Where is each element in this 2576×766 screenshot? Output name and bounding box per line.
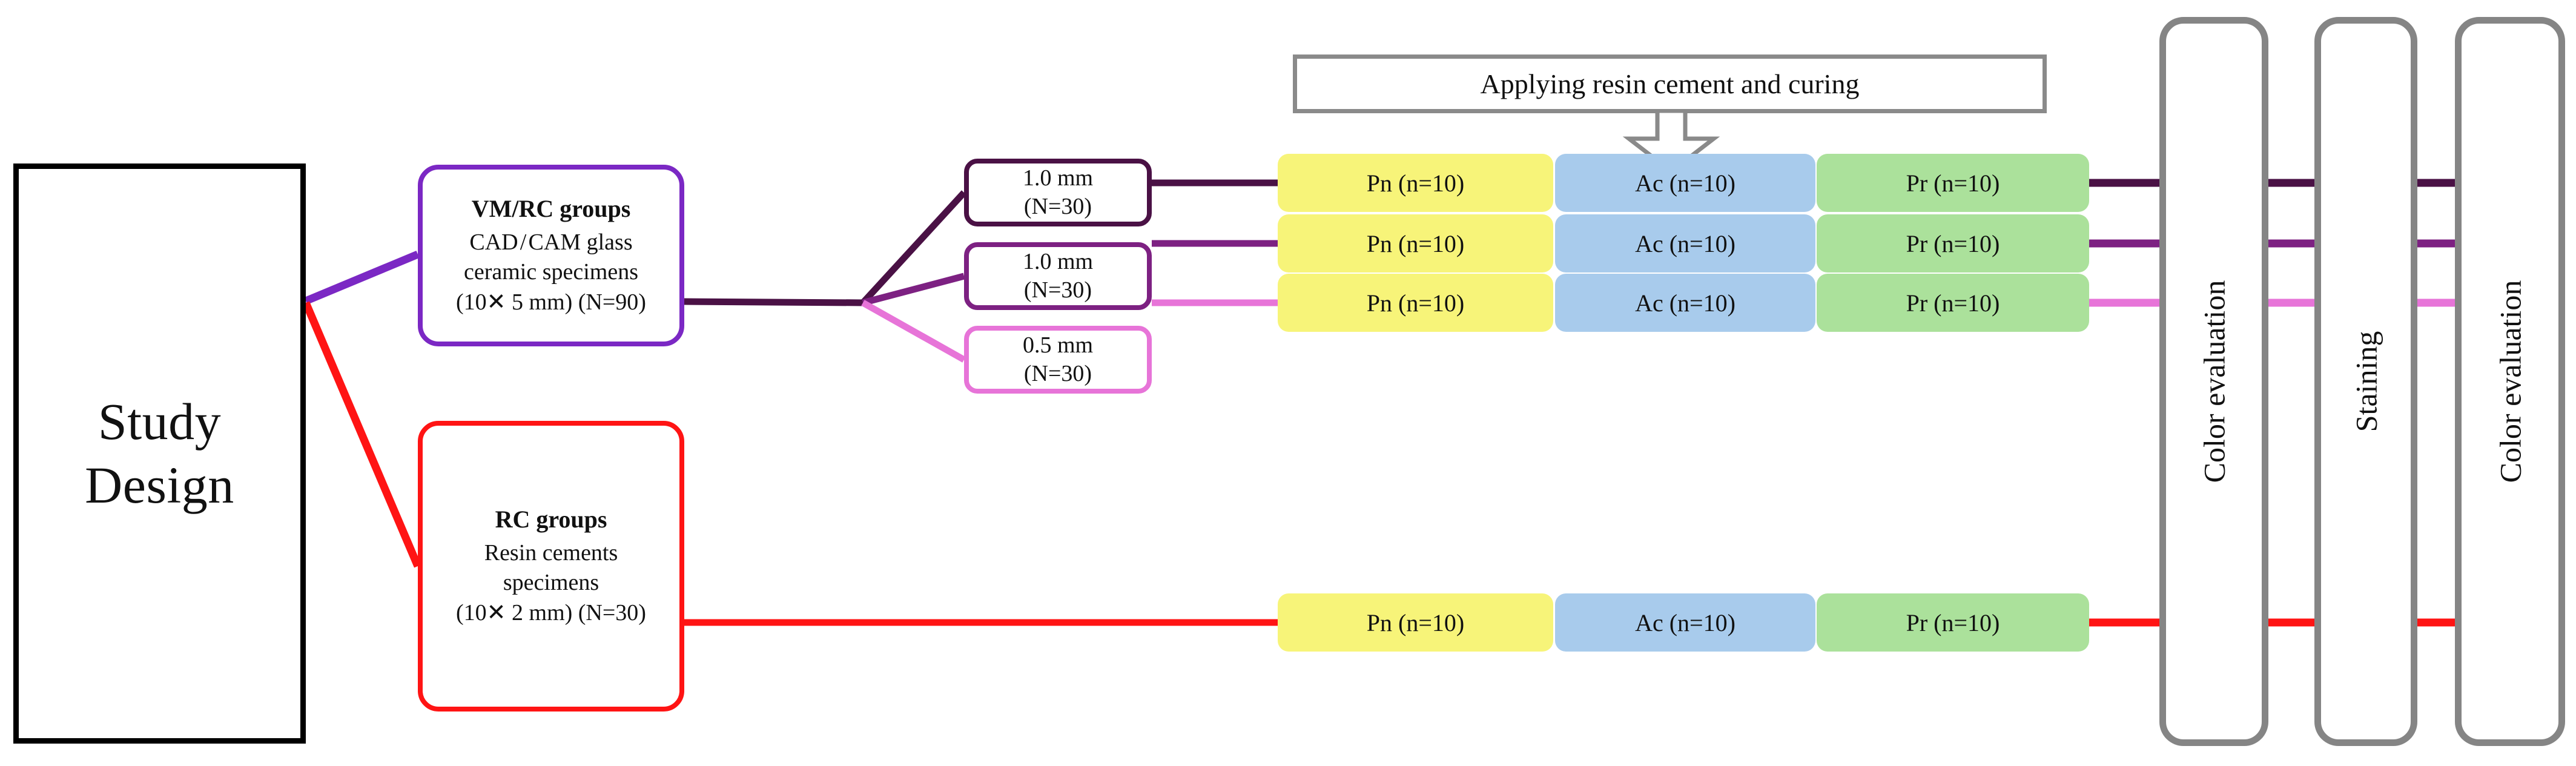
rc-line1: Resin cements xyxy=(484,540,618,566)
thickness-3-line2: (N=30) xyxy=(1023,361,1092,386)
cell-ac-row3: Ac (n=10) xyxy=(1555,274,1815,332)
study-design-label: Study Design xyxy=(85,390,234,517)
cell-pn-row2: Pn (n=10) xyxy=(1278,214,1553,272)
stage-box-color-evaluation-1: Color evaluation xyxy=(2159,17,2268,746)
vm-rc-line2: ceramic specimens xyxy=(463,259,639,285)
thickness-2-line1: 1.0 mm xyxy=(1022,248,1094,274)
thickness-box-1: 1.0 mm (N=30) xyxy=(964,159,1152,226)
cell-pr-row3: Pr (n=10) xyxy=(1817,274,2089,332)
banner-label: Applying resin cement and curing xyxy=(1480,68,1860,99)
cell-pn-row1: Pn (n=10) xyxy=(1278,154,1553,212)
thickness-2-line2: (N=30) xyxy=(1023,277,1092,303)
study-title-line1: Study xyxy=(97,392,222,451)
resin-cement-banner: Applying resin cement and curing xyxy=(1293,54,2047,113)
cell-ac-row1: Ac (n=10) xyxy=(1555,154,1815,212)
stage-label-2: Staining xyxy=(2349,331,2383,432)
stage-label-1: Color evaluation xyxy=(2197,280,2231,483)
vm-rc-line1: CAD / CAM glass xyxy=(469,229,633,255)
vm-rc-header: VM/RC groups xyxy=(471,194,631,222)
rc-line2: specimens xyxy=(503,570,599,596)
stage-box-color-evaluation-2: Color evaluation xyxy=(2455,17,2565,746)
connector-vmrc-fanjoint xyxy=(684,298,864,306)
thickness-box-2: 1.0 mm (N=30) xyxy=(964,242,1152,310)
vm-rc-groups-box: VM/RC groups CAD / CAM glass ceramic spe… xyxy=(418,165,684,346)
cell-pr-row2: Pr (n=10) xyxy=(1817,214,2089,272)
cell-pr-row1: Pr (n=10) xyxy=(1817,154,2089,212)
study-design-box: Study Design xyxy=(13,163,306,744)
rc-header: RC groups xyxy=(495,505,607,533)
thickness-1-line2: (N=30) xyxy=(1023,194,1092,219)
cell-pn-row3: Pn (n=10) xyxy=(1278,274,1553,332)
stage-label-3: Color evaluation xyxy=(2493,280,2527,483)
connector-study-to-vmrc xyxy=(304,250,420,305)
connector-study-to-rc xyxy=(302,301,421,568)
rc-line3: (10✕ 2 mm) (N=30) xyxy=(456,599,646,626)
connector-vmrc-to-thickness-3 xyxy=(861,300,966,363)
connector-vmrc-to-thickness-1 xyxy=(860,190,967,305)
vm-rc-line3: (10✕ 5 mm) (N=90) xyxy=(456,289,646,315)
stage-box-staining: Staining xyxy=(2314,17,2417,746)
rc-groups-box: RC groups Resin cements specimens (10✕ 2… xyxy=(418,421,684,712)
cell-pn-row4: Pn (n=10) xyxy=(1278,593,1553,652)
cell-ac-row2: Ac (n=10) xyxy=(1555,214,1815,272)
cell-pr-row4: Pr (n=10) xyxy=(1817,593,2089,652)
cell-ac-row4: Ac (n=10) xyxy=(1555,593,1815,652)
study-title-line2: Design xyxy=(85,456,234,514)
thickness-box-3: 0.5 mm (N=30) xyxy=(964,326,1152,394)
thickness-1-line1: 1.0 mm xyxy=(1022,165,1094,191)
connector-vmrc-to-thickness-2 xyxy=(862,272,965,306)
thickness-3-line1: 0.5 mm xyxy=(1022,332,1094,358)
